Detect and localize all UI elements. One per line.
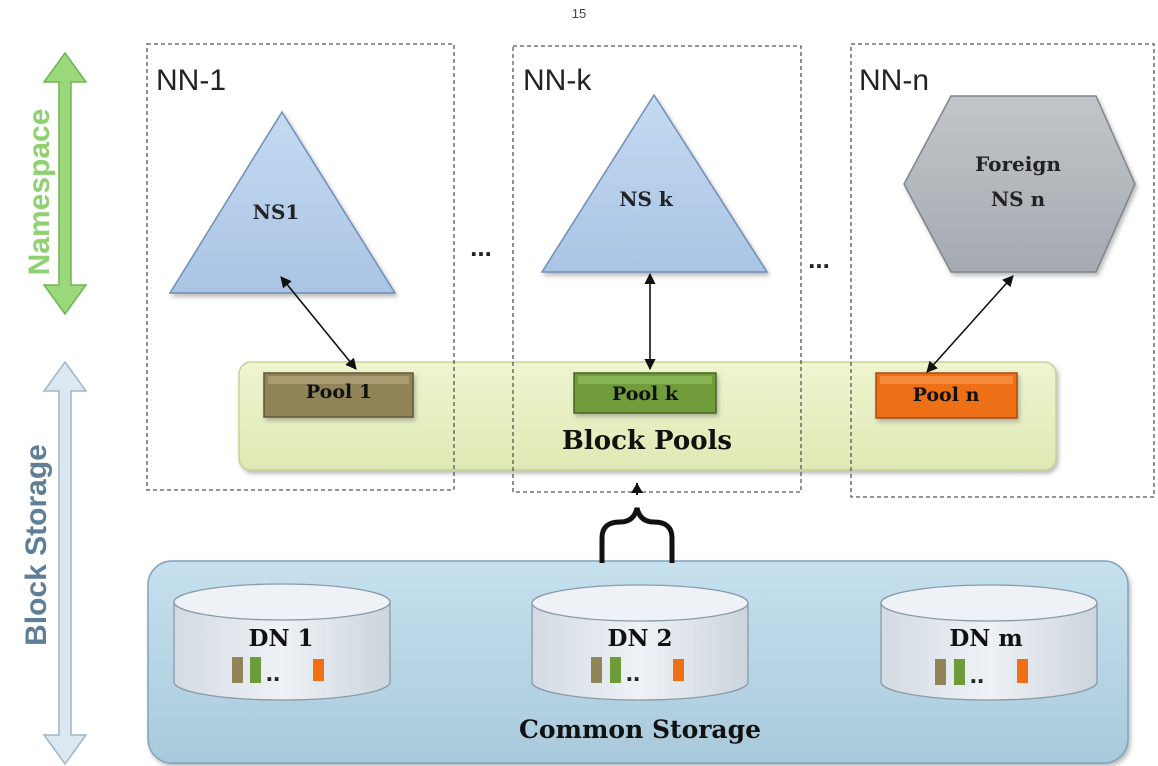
namespace-triangle-k xyxy=(540,93,769,273)
namespace-label-n-line2: NS n xyxy=(991,187,1046,211)
block-marker-orange xyxy=(673,659,684,681)
name-node-label-k: NN-k xyxy=(523,64,592,97)
block-ellipsis: .. xyxy=(970,659,984,689)
pool-k: Pool k xyxy=(573,372,717,414)
block-storage-axis-label: Block Storage xyxy=(20,444,53,646)
pool-label-k: Pool k xyxy=(612,383,679,405)
namespace-label-n-line1: Foreign xyxy=(975,152,1061,176)
pool-label-n: Pool n xyxy=(913,384,980,406)
namespace-label-1: NS1 xyxy=(253,200,300,224)
ellipsis-2: ... xyxy=(808,244,830,274)
name-node-label-1: NN-1 xyxy=(156,64,226,97)
block-marker-orange xyxy=(313,659,324,681)
data-node-label-m: DN m xyxy=(949,625,1022,652)
pool-label-1: Pool 1 xyxy=(306,381,372,403)
arrow-ns1-pool1 xyxy=(280,276,357,370)
name-node-box-k xyxy=(512,45,802,493)
block-marker-green xyxy=(954,659,965,685)
block-storage-arrow xyxy=(42,360,88,766)
namespace-arrow xyxy=(42,51,88,316)
page-number: 15 xyxy=(571,6,587,21)
block-marker-tan xyxy=(232,657,243,683)
block-marker-tan xyxy=(591,657,602,683)
data-node-m: DN m .. xyxy=(880,584,1098,701)
data-node-2: DN 2 .. xyxy=(531,584,749,701)
block-ellipsis: .. xyxy=(266,657,280,687)
data-node-1: DN 1 .. xyxy=(173,583,391,701)
namespace-hexagon-n xyxy=(903,95,1136,273)
namespace-axis-label: Namespace xyxy=(23,109,56,276)
name-node-label-n: NN-n xyxy=(859,64,929,97)
block-ellipsis: .. xyxy=(626,657,640,687)
common-storage-label: Common Storage xyxy=(519,715,761,744)
storage-connector-bracket xyxy=(599,483,675,563)
block-marker-orange xyxy=(1017,659,1028,683)
block-marker-tan xyxy=(935,659,946,685)
data-node-label-2: DN 2 xyxy=(608,625,673,652)
block-marker-green xyxy=(610,657,621,683)
block-marker-green xyxy=(250,657,261,683)
namespace-label-k: NS k xyxy=(619,187,674,211)
data-node-label-1: DN 1 xyxy=(249,625,314,652)
arrow-nsn-pooln xyxy=(926,275,1014,373)
pool-n: Pool n xyxy=(875,372,1018,419)
pool-1: Pool 1 xyxy=(263,372,414,418)
block-pools-label: Block Pools xyxy=(562,426,732,456)
name-node-box-1 xyxy=(146,43,455,491)
ellipsis-1: ... xyxy=(470,232,492,262)
